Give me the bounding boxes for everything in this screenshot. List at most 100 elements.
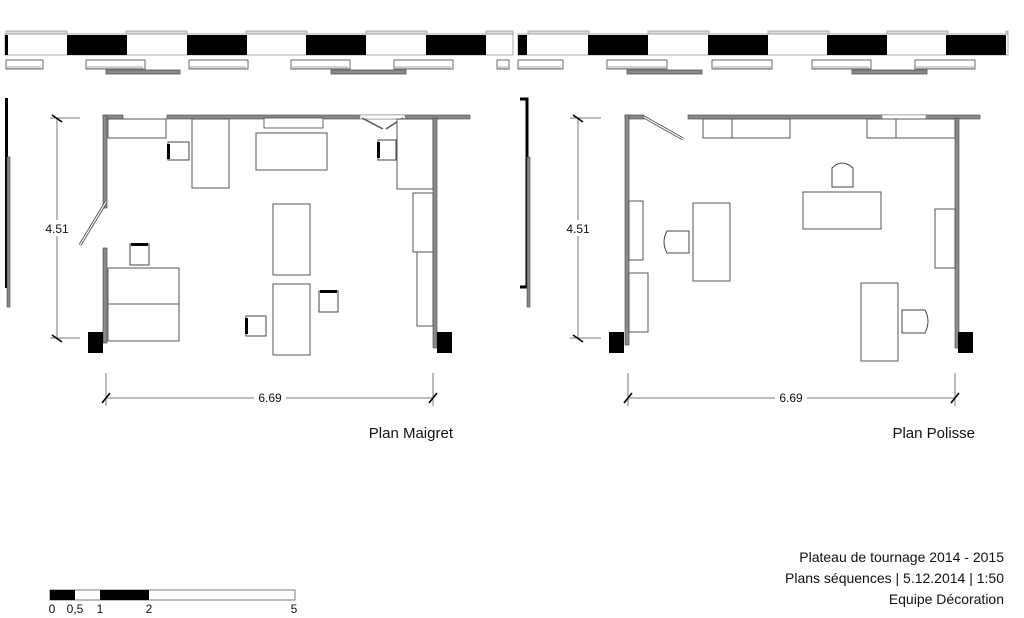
- facade-cap: [767, 30, 830, 35]
- door-opening: [359, 114, 406, 120]
- scale-segment: [50, 590, 75, 600]
- window-opening: [881, 114, 927, 120]
- exterior-wall-line: [520, 97, 529, 289]
- plan-title: Plan Maigret: [369, 425, 454, 442]
- facade-panel: [946, 35, 1006, 55]
- radiator: [811, 59, 872, 70]
- radiator: [263, 117, 324, 129]
- cabinet: [866, 118, 897, 139]
- facade-panel: [306, 35, 366, 55]
- facade-cap: [245, 30, 308, 35]
- facade-cap: [527, 30, 590, 35]
- column: [958, 332, 973, 353]
- width-label: 6.69: [779, 391, 803, 405]
- left-wall: [624, 114, 630, 346]
- radiator: [517, 59, 564, 70]
- facade-cap: [1005, 30, 1009, 35]
- facade-sill: [626, 69, 703, 75]
- exterior-wall: [6, 156, 11, 308]
- facade-panel: [426, 35, 486, 55]
- title-block: Plateau de tournage 2014 - 2015 Plans sé…: [785, 549, 1004, 607]
- radiator: [5, 59, 44, 70]
- facade-cap: [5, 30, 68, 35]
- height-label: 4.51: [45, 222, 69, 236]
- right-wall: [432, 117, 438, 349]
- facade-strip: [4, 30, 1009, 75]
- cabinet: [895, 118, 956, 139]
- scale-label: 0,5: [67, 602, 84, 616]
- width-label: 6.69: [258, 391, 282, 405]
- facade-cap: [647, 30, 710, 35]
- cabinet: [702, 118, 733, 139]
- desk: [396, 118, 434, 190]
- radiator: [85, 59, 146, 70]
- facade-sill: [330, 69, 407, 75]
- scale-bar: 0 0,5 1 2 5: [49, 589, 298, 616]
- title-line-team: Equipe Décoration: [889, 591, 1004, 607]
- column: [437, 332, 452, 353]
- desk: [860, 282, 899, 362]
- plan-polisse: 4.51 6.69 Plan Polisse: [520, 97, 981, 442]
- facade-panel: [518, 35, 527, 55]
- chair-icon: [318, 290, 339, 313]
- facade-sill: [851, 69, 928, 75]
- facade-panel: [827, 35, 887, 55]
- scale-label: 2: [146, 602, 153, 616]
- chair-icon: [129, 243, 150, 266]
- scale-label: 0: [49, 602, 56, 616]
- height-dimension: 4.51: [563, 114, 601, 343]
- desk: [692, 202, 731, 282]
- chair-icon: [167, 141, 190, 161]
- desk: [191, 118, 230, 189]
- chair-icon: [831, 162, 854, 188]
- facade-panel: [5, 35, 8, 55]
- facade-cap: [365, 30, 428, 35]
- exterior-wall: [526, 156, 531, 308]
- facade-sill: [105, 69, 181, 75]
- scale-segment: [100, 590, 149, 600]
- cabinet: [107, 118, 167, 139]
- plan-maigret: 4.51 6.69 Plan Maigret: [5, 98, 471, 442]
- facade-panel: [708, 35, 768, 55]
- scale-label: 1: [97, 602, 104, 616]
- radiator: [393, 59, 454, 70]
- facade-panel: [67, 35, 127, 55]
- chair-icon: [901, 309, 929, 334]
- plan-title: Plan Polisse: [892, 425, 975, 442]
- facade-cap: [886, 30, 949, 35]
- column: [609, 332, 624, 353]
- cabinet: [628, 200, 644, 261]
- height-dimension: 4.51: [42, 114, 80, 343]
- facade-panel: [588, 35, 648, 55]
- cabinet: [628, 272, 649, 333]
- width-dimension: 6.69: [623, 373, 960, 406]
- chair-icon: [377, 139, 397, 161]
- width-dimension: 6.69: [101, 373, 438, 406]
- facade-cap: [485, 30, 514, 35]
- title-line-sheet: Plans séquences | 5.12.2014 | 1:50: [785, 570, 1004, 586]
- desk: [272, 283, 311, 356]
- chair-icon: [663, 230, 690, 254]
- left-wall: [102, 114, 108, 209]
- right-wall: [954, 117, 960, 349]
- cabinet: [412, 192, 434, 253]
- title-line-project: Plateau de tournage 2014 - 2015: [799, 549, 1004, 565]
- column: [88, 332, 103, 353]
- desk: [802, 191, 882, 230]
- cabinet: [731, 118, 791, 139]
- chair-icon: [245, 315, 267, 337]
- top-wall: [687, 114, 981, 120]
- scale-label: 5: [291, 602, 298, 616]
- facade-panel: [187, 35, 247, 55]
- radiator: [188, 59, 249, 70]
- desk: [255, 132, 328, 171]
- cabinet: [416, 251, 434, 327]
- desk: [272, 203, 311, 276]
- scale-bar-frame: [49, 589, 296, 601]
- cabinet: [934, 208, 956, 269]
- facade-cap: [125, 30, 188, 35]
- radiator: [290, 59, 351, 70]
- left-wall: [102, 247, 108, 344]
